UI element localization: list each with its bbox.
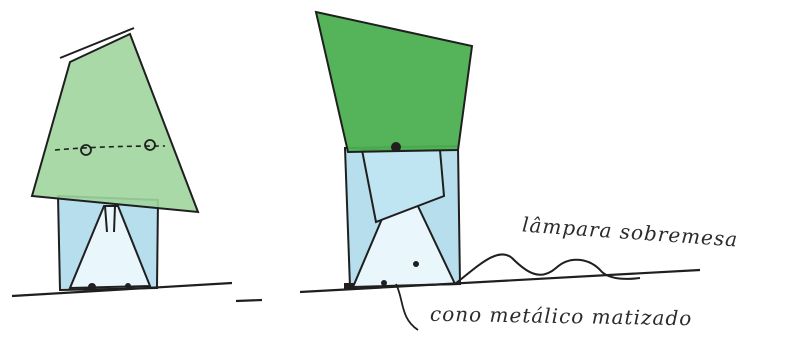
- left-lamp: [32, 28, 198, 291]
- cone-label: cono metálico matizado: [430, 302, 693, 331]
- right-lamp-shade: [316, 12, 472, 152]
- annotation-leader: [396, 284, 418, 330]
- right-lamp-pivot: [391, 142, 401, 152]
- left-lamp-shade: [32, 34, 198, 212]
- right-lamp: [316, 12, 472, 287]
- power-cable: [455, 254, 640, 284]
